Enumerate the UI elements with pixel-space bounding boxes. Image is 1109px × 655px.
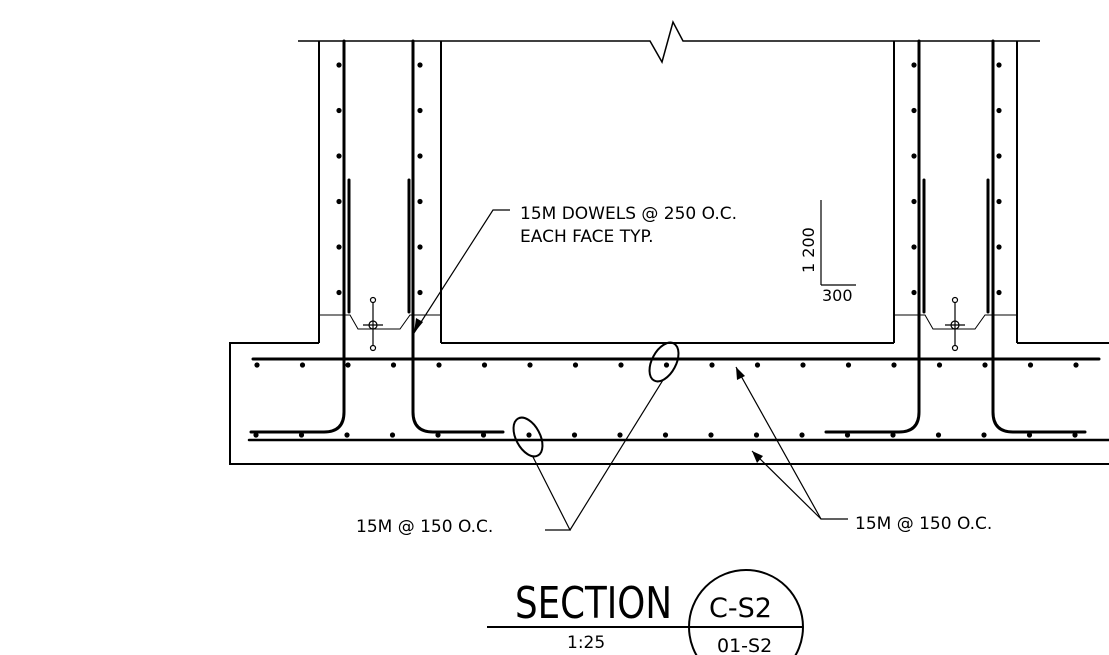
rebar-dot bbox=[844, 432, 851, 438]
rebar-dot bbox=[981, 432, 987, 438]
rebar-dot bbox=[911, 107, 917, 114]
section-mark-bottom: 01-S2 bbox=[717, 635, 772, 655]
rebar-dot bbox=[753, 432, 760, 438]
rebar-dot bbox=[417, 62, 423, 68]
dowel-note-line1: 15M DOWELS @ 250 O.C. bbox=[520, 204, 737, 224]
rebar-dot bbox=[299, 362, 306, 368]
rebar-dot bbox=[935, 432, 942, 438]
rebar-dot bbox=[911, 153, 917, 159]
rebar-dot bbox=[800, 362, 806, 368]
rebar-dot bbox=[1073, 362, 1079, 368]
rebar-dot bbox=[417, 289, 423, 296]
rebar-dot bbox=[527, 362, 533, 368]
rebar-dot bbox=[571, 432, 578, 438]
rebar-dot bbox=[911, 62, 917, 68]
rebar-dot bbox=[891, 362, 897, 368]
slope-symbol bbox=[820, 200, 856, 286]
section-title: SECTION bbox=[515, 578, 672, 629]
callout-ellipse-top bbox=[648, 341, 680, 383]
rebar-dot bbox=[799, 432, 805, 438]
rebar-dot bbox=[417, 198, 423, 205]
rebar-dot bbox=[936, 362, 943, 368]
top-break-line bbox=[298, 19, 1040, 64]
rebar-dot bbox=[336, 244, 342, 250]
rebar-dot bbox=[754, 362, 761, 368]
rebar-dot bbox=[253, 432, 259, 438]
rebar-dot bbox=[996, 153, 1002, 159]
rebar-dot bbox=[845, 362, 852, 368]
rebar-dot bbox=[708, 432, 714, 438]
rebar-dot bbox=[526, 432, 532, 438]
rebar bbox=[247, 39, 1109, 442]
waterstop-right bbox=[945, 296, 965, 352]
concrete-outline bbox=[229, 19, 1109, 465]
rebar-dot bbox=[390, 362, 397, 368]
rebar-dot bbox=[996, 289, 1002, 296]
rebar-dot bbox=[911, 244, 917, 250]
rebar-dot bbox=[480, 432, 487, 438]
rebar-dot bbox=[996, 198, 1002, 205]
rebar-dot bbox=[662, 432, 669, 438]
rebar-dot bbox=[336, 198, 342, 205]
rebar-dot bbox=[417, 153, 423, 159]
rebar-dot bbox=[389, 432, 396, 438]
section-mark-bubble bbox=[688, 569, 804, 655]
left-wall-inner-bar bbox=[411, 39, 505, 434]
rebar-dot bbox=[572, 362, 579, 368]
dowel-note-line2: EACH FACE TYP. bbox=[520, 227, 653, 247]
rebar-dot bbox=[254, 362, 260, 368]
bottom-left-note: 15M @ 150 O.C. bbox=[356, 517, 493, 537]
rebar-dot bbox=[417, 107, 423, 114]
rebar-dot bbox=[890, 432, 896, 438]
rebar-dot bbox=[1072, 432, 1078, 438]
slope-rise: 1 200 bbox=[799, 227, 818, 273]
rebar-dot bbox=[336, 62, 342, 68]
rebar-dot bbox=[663, 362, 670, 368]
rebar-dot bbox=[996, 107, 1002, 114]
waterstop-left bbox=[363, 296, 383, 352]
slope-run: 300 bbox=[822, 286, 853, 305]
rebar-dot bbox=[911, 198, 917, 205]
rebar-dot bbox=[1027, 362, 1034, 368]
rebar-dot bbox=[1026, 432, 1033, 438]
section-scale: 1:25 bbox=[567, 633, 605, 653]
rebar-dot bbox=[417, 244, 423, 250]
rebar-dot bbox=[435, 432, 441, 438]
right-wall-inner-bar bbox=[824, 39, 921, 434]
section-mark-top: C-S2 bbox=[709, 593, 772, 624]
rebar-dot bbox=[336, 289, 342, 296]
rebar-dot bbox=[298, 432, 305, 438]
rebar-dot bbox=[345, 362, 351, 368]
rebar-dot bbox=[436, 362, 442, 368]
rebar-dot bbox=[996, 244, 1002, 250]
rebar-dot bbox=[618, 362, 624, 368]
left-wall-outer-bar bbox=[249, 39, 346, 434]
rebar-dot bbox=[709, 362, 715, 368]
rebar-dot bbox=[617, 432, 623, 438]
leader-arrowheads bbox=[414, 318, 763, 463]
rebar-dot bbox=[911, 289, 917, 296]
leaders bbox=[413, 209, 848, 531]
rebar-dot bbox=[336, 153, 342, 159]
right-wall-outer-bar bbox=[991, 39, 1087, 434]
rebar-dot bbox=[996, 62, 1002, 68]
rebar-dot bbox=[336, 107, 342, 114]
bottom-right-note: 15M @ 150 O.C. bbox=[855, 514, 992, 534]
footing-outline bbox=[229, 342, 1109, 465]
rebar-dots bbox=[253, 62, 1079, 438]
rebar-dot bbox=[481, 362, 488, 368]
rebar-dot bbox=[982, 362, 988, 368]
rebar-dot bbox=[344, 432, 350, 438]
callout-ellipse-bottom bbox=[512, 416, 544, 458]
